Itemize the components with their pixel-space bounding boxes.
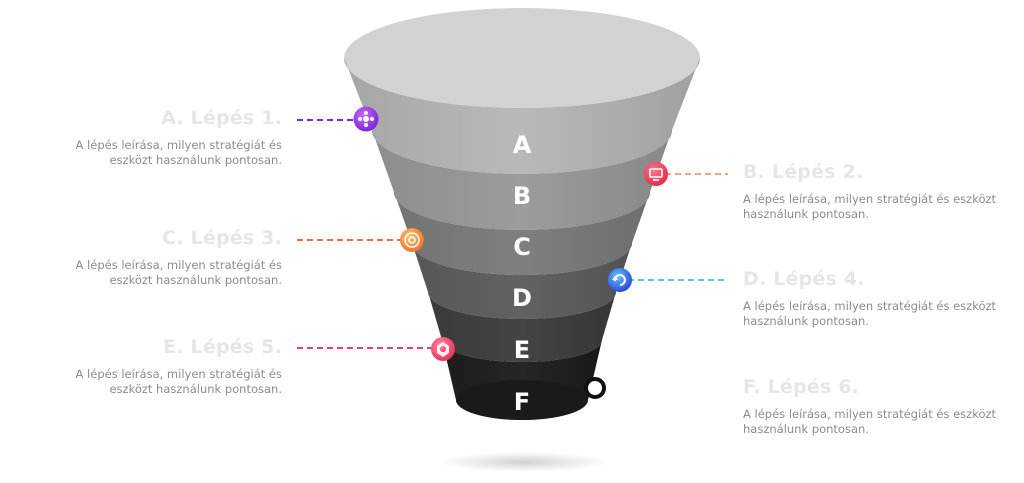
step-6: F. Lépés 6. A lépés leírása, milyen stra… (743, 376, 1003, 437)
badge-icon (431, 337, 455, 361)
step-5-title: E. Lépés 5. (163, 336, 282, 358)
step-5-description: A lépés leírása, milyen stratégiát és es… (75, 367, 282, 396)
funnel-label-a: A (513, 131, 532, 159)
target-icon (400, 228, 424, 252)
step-5: E. Lépés 5. A lépés leírása, milyen stra… (0, 336, 282, 397)
funnel-label-d: D (512, 284, 532, 312)
step-1-description: A lépés leírása, milyen stratégiát és es… (75, 138, 282, 167)
funnel-label-e: E (514, 336, 530, 364)
funnel-label-b: B (513, 182, 531, 210)
funnel-layer-a (344, 58, 700, 174)
step-2-description: A lépés leírása, milyen stratégiát és es… (743, 192, 997, 221)
funnel-shadow (439, 452, 609, 472)
step-6-description: A lépés leírása, milyen stratégiát és es… (743, 407, 997, 436)
step-3: C. Lépés 3. A lépés leírása, milyen stra… (0, 227, 282, 288)
step-1-title: A. Lépés 1. (161, 107, 282, 129)
ring-icon (584, 377, 606, 399)
network-icon (353, 106, 379, 132)
step-4-title: D. Lépés 4. (743, 268, 865, 290)
refresh-icon (608, 268, 632, 292)
funnel-label-f: F (514, 388, 530, 416)
step-3-description: A lépés leírása, milyen stratégiát és es… (75, 258, 282, 287)
presentation-icon (644, 162, 668, 186)
funnel-label-c: C (513, 233, 531, 261)
funnel-layer-c (394, 192, 650, 275)
step-3-title: C. Lépés 3. (162, 227, 282, 249)
funnel-bottom (456, 380, 588, 420)
step-1: A. Lépés 1. A lépés leírása, milyen stra… (0, 107, 282, 168)
funnel-layer-b (372, 130, 672, 230)
step-6-title: F. Lépés 6. (743, 376, 860, 398)
connectors (297, 119, 728, 349)
step-4-description: A lépés leírása, milyen stratégiát és es… (743, 299, 997, 328)
funnel-top (344, 8, 700, 108)
step-2: B. Lépés 2. A lépés leírása, milyen stra… (743, 161, 1003, 222)
funnel-layer-e (428, 292, 616, 362)
step-2-title: B. Lépés 2. (743, 161, 864, 183)
step-4: D. Lépés 4. A lépés leírása, milyen stra… (743, 268, 1003, 329)
funnel-layer-d (412, 243, 632, 319)
